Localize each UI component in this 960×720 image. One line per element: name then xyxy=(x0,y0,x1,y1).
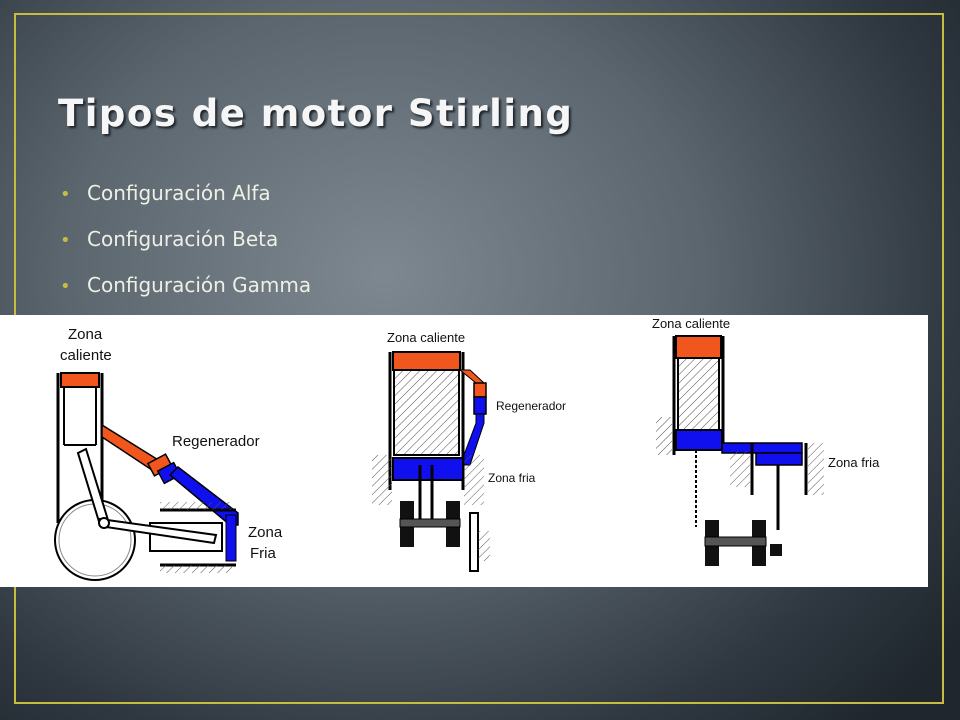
bullet-item: • Configuración Beta xyxy=(60,223,311,269)
gamma-hot-zone-label: Zona caliente xyxy=(652,316,730,331)
bullet-icon: • xyxy=(60,184,71,205)
bullet-icon: • xyxy=(60,276,71,297)
gamma-engine: Zona caliente Zona fria xyxy=(652,316,880,566)
bullet-list: •Configuración Alfa •Configuración Beta … xyxy=(60,177,311,315)
alfa-hot-zone-label: caliente xyxy=(60,347,112,364)
beta-cold-zone-label: Zona fria xyxy=(488,471,536,485)
bullet-item: • Configuración Gamma xyxy=(60,269,311,315)
bullet-text: Configuración Beta xyxy=(87,227,279,251)
slide-title: Tipos de motor Stirling xyxy=(58,92,574,135)
bullet-item: • Configuración Alfa xyxy=(60,177,311,223)
alfa-hot-zone-label: Zona xyxy=(68,326,103,343)
gamma-cold-zone-label: Zona fria xyxy=(828,455,880,470)
alfa-cold-zone-label: Fria xyxy=(250,545,276,562)
bullet-text: Configuración Alfa xyxy=(87,181,271,205)
bullet-text: Configuración Gamma xyxy=(87,273,312,297)
beta-engine: Zona caliente Regenerador Zona fria xyxy=(372,330,566,572)
bullet-icon: • xyxy=(60,230,71,251)
alfa-engine: Zona caliente Regenerador Zona xyxy=(54,326,283,581)
stirling-diagram: Zona caliente Regenerador Zona xyxy=(0,315,928,587)
alfa-regenerator-label: Regenerador xyxy=(172,433,260,450)
beta-regenerator-label: Regenerador xyxy=(496,399,566,413)
stirling-diagram-svg: Zona caliente Regenerador Zona xyxy=(54,316,880,581)
beta-hot-zone-label: Zona caliente xyxy=(387,330,465,345)
alfa-cold-zone-label: Zona xyxy=(248,524,283,541)
